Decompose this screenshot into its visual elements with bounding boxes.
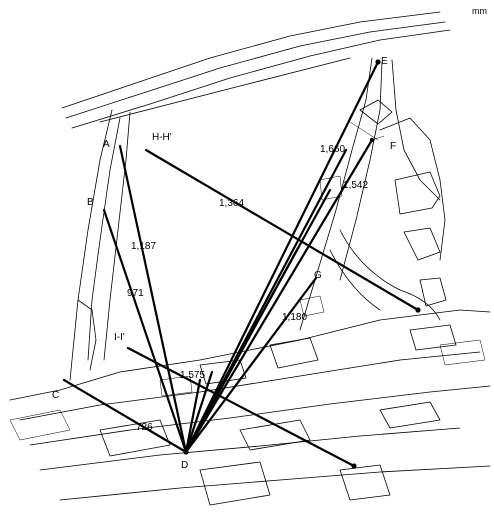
- line-d-5: [184, 378, 202, 454]
- dim-d-e: 1,660: [320, 144, 345, 155]
- line-d-f: [184, 138, 374, 454]
- line-d-g: [184, 276, 318, 454]
- label-point-e: E: [381, 56, 388, 67]
- label-point-a: A: [103, 139, 110, 150]
- label-point-d: D: [181, 460, 188, 471]
- line-d-c: [62, 378, 188, 454]
- label-point-b: B: [87, 197, 94, 208]
- units-label: mm: [472, 6, 487, 16]
- line-d-4: [184, 370, 214, 454]
- label-point-c: C: [52, 390, 59, 401]
- label-point-hh: H-H': [152, 132, 172, 143]
- dim-d-f: 1,542: [343, 180, 368, 191]
- dim-d-b: 971: [127, 288, 144, 299]
- label-point-ii: I-I': [114, 332, 125, 343]
- line-h-h: [144, 148, 420, 312]
- dim-d-a: 1,187: [131, 241, 156, 252]
- line-d-b: [102, 208, 188, 454]
- label-point-f: F: [390, 141, 396, 152]
- dim-d-ii: 1,575: [180, 370, 205, 381]
- line-d-3: [184, 246, 300, 454]
- line-i-i: [126, 346, 356, 468]
- vehicle-body-outline: [9, 11, 491, 506]
- line-d-a: [118, 144, 188, 454]
- label-point-g: G: [314, 270, 322, 281]
- dim-d-c: 726: [136, 422, 153, 433]
- dim-d-g: 1,180: [282, 312, 307, 323]
- dim-d-hh: 1,364: [219, 198, 244, 209]
- measurement-lines: [62, 60, 420, 468]
- line-d-e: [184, 60, 380, 454]
- measurement-points: [183, 59, 421, 469]
